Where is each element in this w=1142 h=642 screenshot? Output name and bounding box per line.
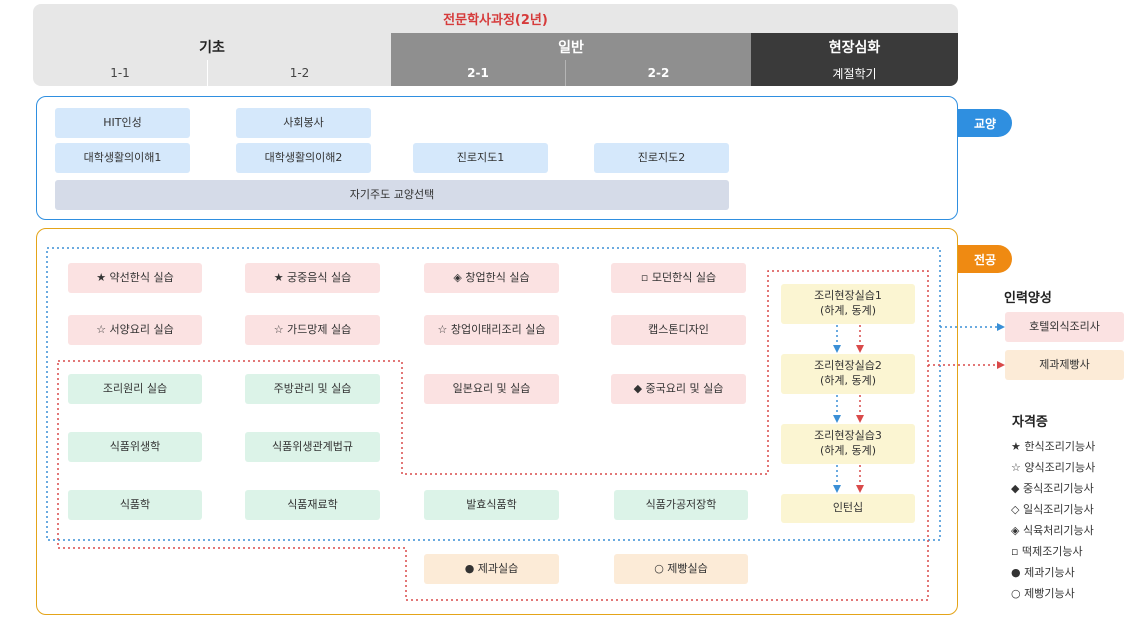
course-self-directed-elective: 자기주도 교양선택	[55, 180, 729, 210]
course-confectionery-practice: ● 제과실습	[424, 554, 559, 584]
course-herbal-korean-practice: ★ 약선한식 실습	[68, 263, 202, 293]
semester-1-2: 1-2	[208, 60, 391, 86]
cert-japanese-cook: ◇ 일식조리기능사	[1011, 503, 1094, 516]
program-title: 전문학사과정(2년)	[33, 4, 958, 33]
cert-confectionery: ● 제과기능사	[1011, 566, 1075, 579]
course-social-service: 사회봉사	[236, 108, 371, 138]
general-group-outline	[46, 247, 941, 541]
liberal-label: 교양	[958, 109, 1012, 137]
cert-meat-processing: ◈ 식육처리기능사	[1011, 524, 1094, 537]
course-western-cooking-practice: ☆ 서양요리 실습	[68, 315, 202, 345]
course-capstone-design: 캡스톤디자인	[611, 315, 746, 345]
cert-bakery: ○ 제빵기능사	[1011, 587, 1075, 600]
major-frame	[36, 228, 958, 615]
course-kitchen-management: 주방관리 및 실습	[245, 374, 380, 404]
course-modern-korean-practice: ▫ 모던한식 실습	[611, 263, 746, 293]
course-startup-italian-practice: ☆ 창업이태리조리 실습	[424, 315, 559, 345]
course-food-processing-storage: 식품가공저장학	[614, 490, 748, 520]
semester-season: 계절학기	[751, 60, 958, 86]
field-internship: 인턴십	[781, 494, 915, 523]
course-garde-manger-practice: ☆ 가드망제 실습	[245, 315, 380, 345]
course-startup-korean-practice: ◈ 창업한식 실습	[424, 263, 559, 293]
outcome-hotel-chef: 호텔외식조리사	[1005, 312, 1124, 342]
certifications-title: 자격증	[1012, 415, 1048, 430]
course-hit-character: HIT인성	[55, 108, 190, 138]
outcomes-title: 인력양성	[1004, 291, 1052, 306]
cert-rice-cake: ▫ 떡제조기능사	[1011, 545, 1083, 558]
cert-korean-cook: ★ 한식조리기능사	[1011, 440, 1096, 453]
course-japanese-cooking: 일본요리 및 실습	[424, 374, 559, 404]
course-career-2: 진로지도2	[594, 143, 729, 173]
course-cooking-principles-practice: 조리원리 실습	[68, 374, 202, 404]
course-college-life-1: 대학생활의이해1	[55, 143, 190, 173]
field-practice-1: 조리현장실습1(하계, 동계)	[781, 284, 915, 324]
major-label: 전공	[958, 245, 1012, 273]
course-chinese-cooking: ◆ 중국요리 및 실습	[611, 374, 746, 404]
course-fermented-food: 발효식품학	[424, 490, 559, 520]
liberal-frame	[36, 96, 958, 220]
course-career-1: 진로지도1	[413, 143, 548, 173]
course-food-science: 식품학	[68, 490, 202, 520]
course-food-materials: 식품재료학	[245, 490, 380, 520]
course-food-hygiene-law: 식품위생관계법규	[245, 432, 380, 462]
semester-2-1: 2-1	[391, 60, 566, 86]
outcome-baker: 제과제빵사	[1005, 350, 1124, 380]
cert-western-cook: ☆ 양식조리기능사	[1011, 461, 1096, 474]
cert-chinese-cook: ◆ 중식조리기능사	[1011, 482, 1094, 495]
course-food-hygiene: 식품위생학	[68, 432, 202, 462]
course-royal-cuisine-practice: ★ 궁중음식 실습	[245, 263, 380, 293]
course-college-life-2: 대학생활의이해2	[236, 143, 371, 173]
phase-general: 일반	[391, 33, 751, 60]
field-practice-2: 조리현장실습2(하계, 동계)	[781, 354, 915, 394]
field-practice-3: 조리현장실습3(하계, 동계)	[781, 424, 915, 464]
phase-field: 현장심화	[751, 33, 958, 60]
course-bakery-practice: ○ 제빵실습	[614, 554, 748, 584]
pastry-group-outline	[57, 270, 929, 601]
semester-2-2: 2-2	[566, 60, 751, 86]
semester-1-1: 1-1	[33, 60, 208, 86]
phase-basic: 기초	[33, 33, 391, 60]
